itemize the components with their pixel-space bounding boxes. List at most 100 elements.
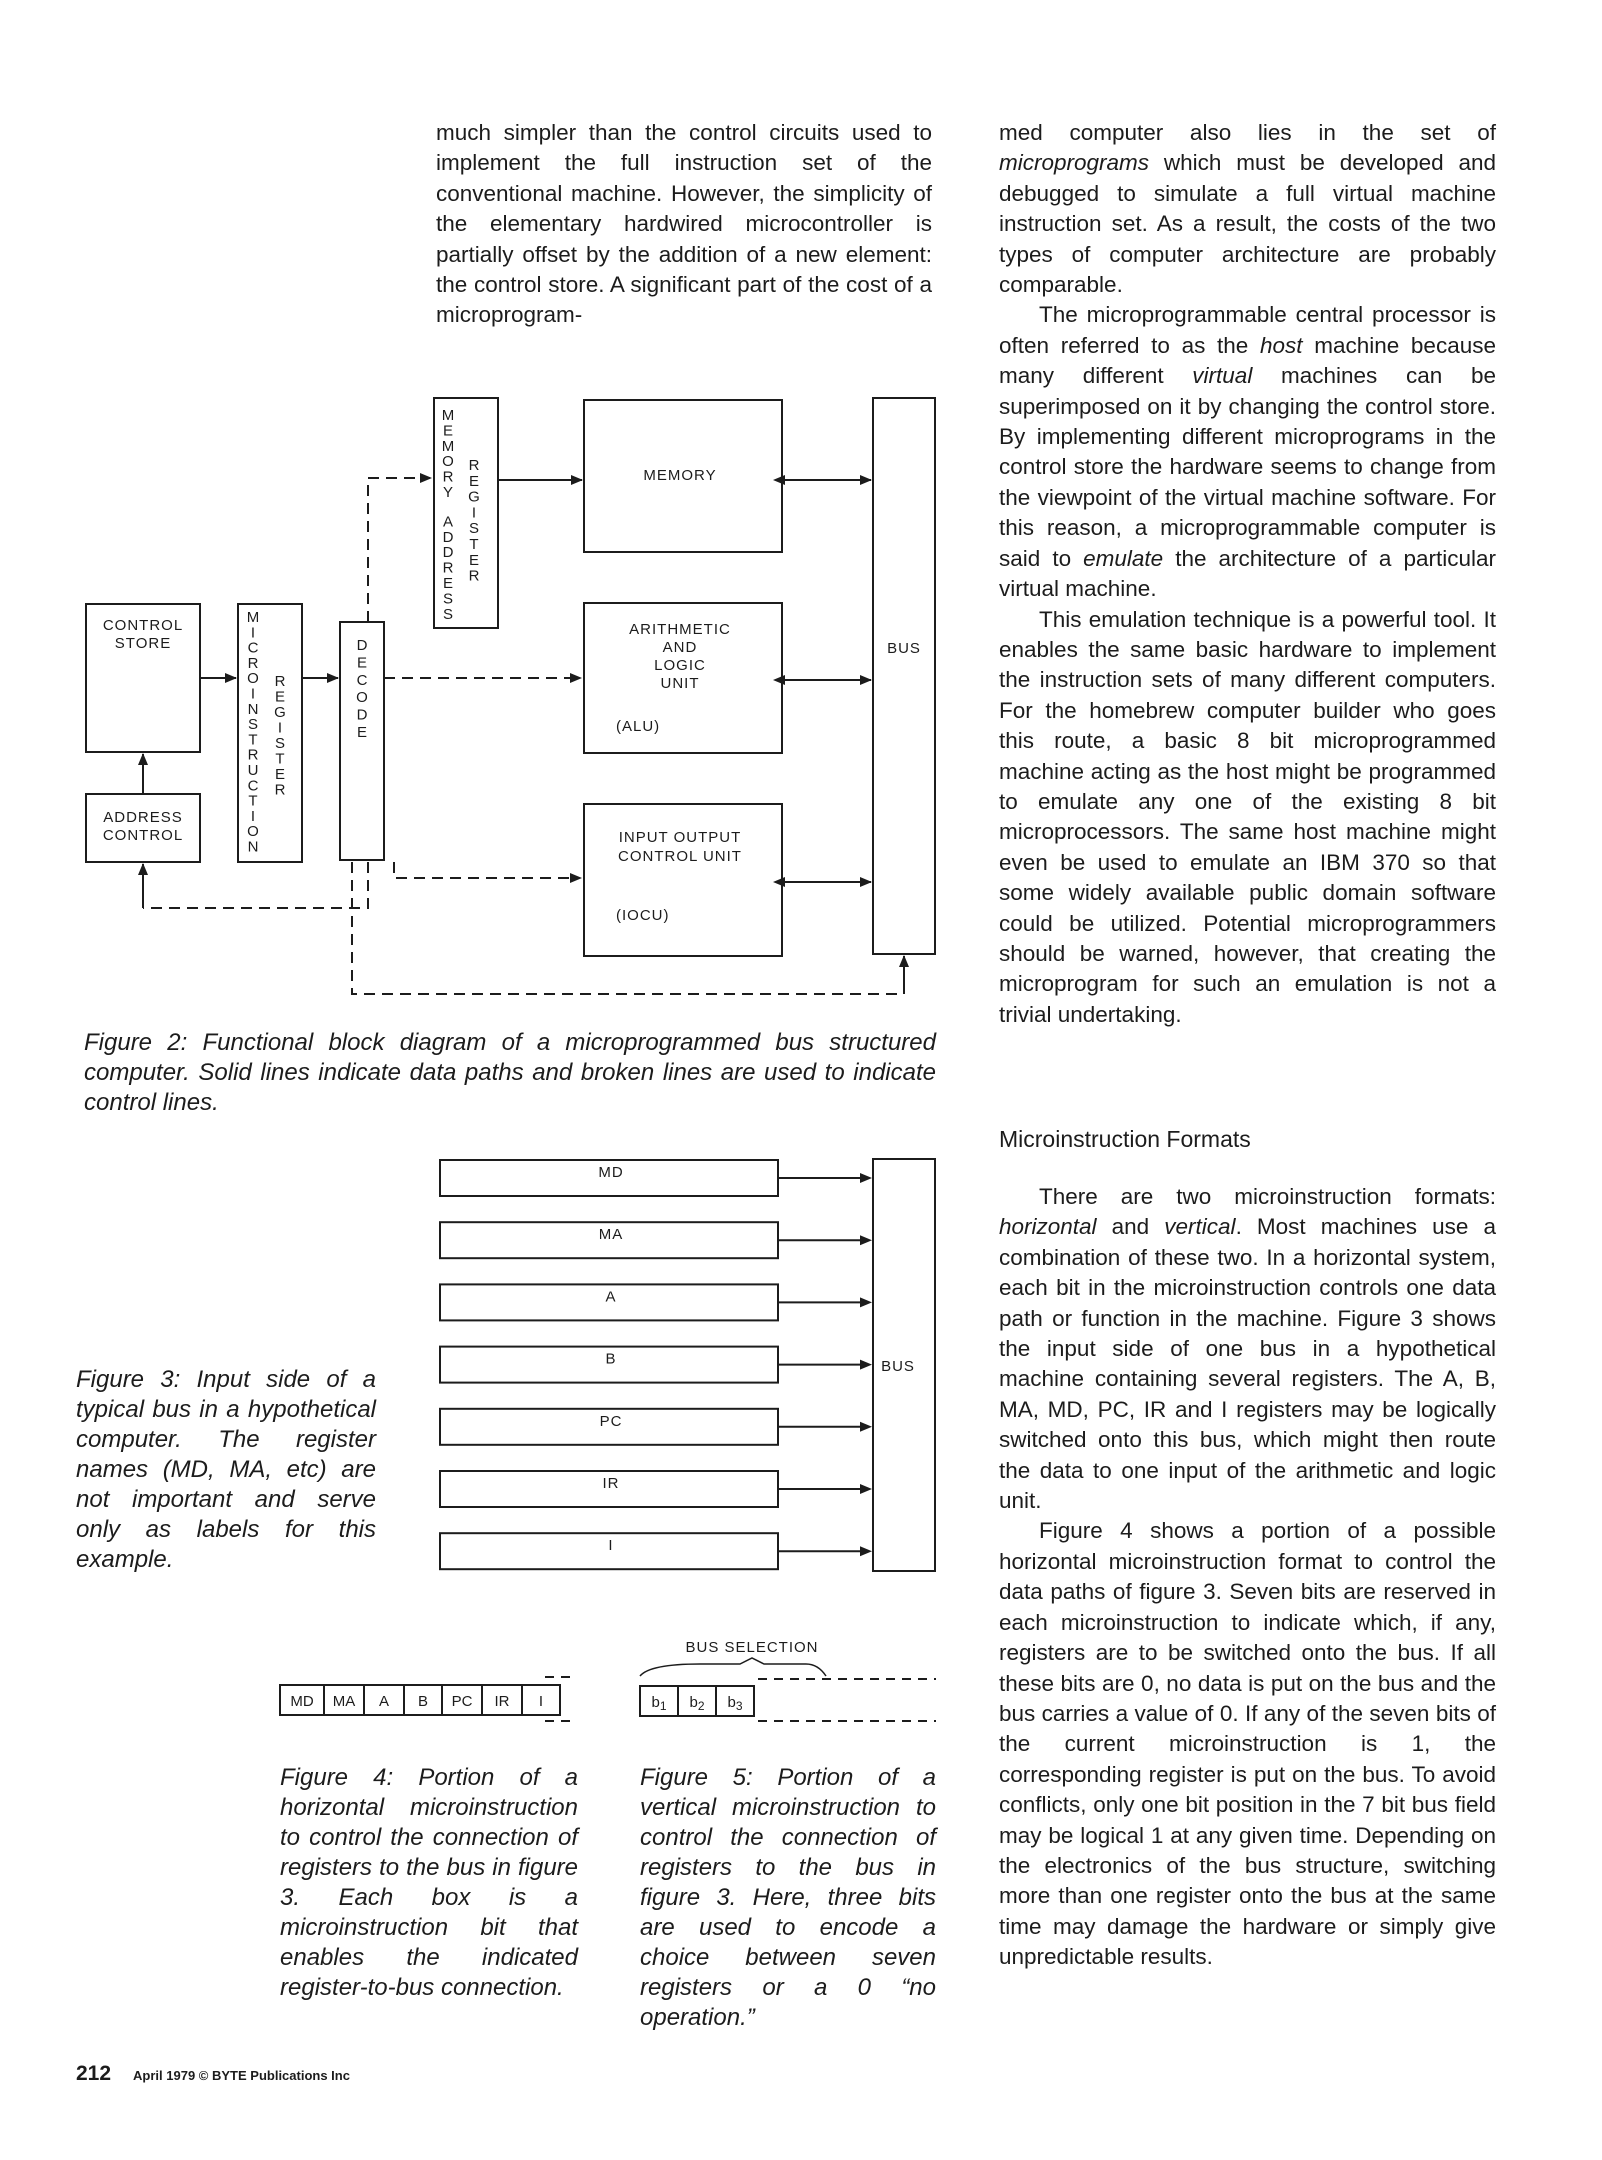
bus-label: BUS [887, 640, 921, 657]
text-run: and [1096, 1214, 1165, 1240]
iocu-abbr-label: (IOCU) [616, 907, 670, 924]
vertical-letter: E [443, 422, 453, 439]
vertical-letter: E [469, 473, 479, 490]
vertical-letter: R [469, 457, 480, 474]
alu-label-2: AND [663, 639, 698, 656]
vertical-letter: M [442, 438, 455, 455]
microinstruction-bit-label: MA [333, 1693, 356, 1710]
vertical-letter: N [248, 839, 259, 856]
microinstruction-register-box [237, 603, 303, 863]
vertical-letter: E [443, 575, 453, 592]
text-emphasis: vertical [1164, 1214, 1236, 1240]
figure-4-caption: Figure 4: Portion of a horizontal microi… [280, 1764, 578, 2001]
vertical-letter: C [248, 640, 259, 657]
text-emphasis: emulate [1083, 545, 1164, 571]
text-emphasis: horizontal [999, 1214, 1097, 1240]
vertical-letter: S [443, 606, 453, 623]
control-store-label-1: CONTROL [103, 617, 183, 634]
section-heading: Microinstruction Formats [999, 1126, 1251, 1152]
arrowhead [860, 1359, 872, 1370]
arrowhead [860, 1484, 872, 1494]
alu-label-3: LOGIC [654, 657, 706, 674]
paragraph-5: Figure 4 shows a portion of a possible h… [999, 1518, 1496, 1970]
vertical-letter: U [248, 762, 259, 779]
vertical-letter: R [275, 673, 286, 690]
text-run: . Most machines use a combination of the… [999, 1214, 1496, 1514]
vertical-letter: C [357, 672, 368, 689]
vertical-letter: E [469, 552, 479, 569]
right-column-text: med computer also lies in the set of mic… [999, 118, 1496, 1030]
register-label: I [608, 1537, 613, 1554]
paragraph-1: med computer also lies in the set of mic… [999, 118, 1496, 300]
microinstruction-bit-label: A [379, 1693, 389, 1710]
vertical-letter: D [443, 529, 454, 546]
vertical-letter: I [251, 808, 255, 825]
arrowhead [860, 1421, 872, 1432]
page-footer: 212 April 1979 © BYTE Publications Inc [76, 2062, 350, 2086]
vertical-letter: R [469, 568, 480, 585]
alu-abbr-label: (ALU) [616, 718, 660, 735]
vertical-letter: C [248, 777, 259, 794]
vertical-letter: S [469, 520, 479, 537]
paragraph-2: The microprogrammable central processor … [999, 300, 1496, 604]
microinstruction-bit-label: B [418, 1693, 428, 1710]
alu-label-1: ARITHMETIC [629, 621, 731, 638]
arrowhead [860, 1546, 872, 1557]
register-label: MD [598, 1164, 623, 1181]
paragraph-3: This emulation technique is a powerful t… [999, 606, 1496, 1027]
register-label: A [605, 1288, 616, 1305]
text-run: There are two microinstruction formats: [1039, 1184, 1496, 1209]
memory-label: MEMORY [643, 467, 716, 484]
vertical-letter: G [468, 489, 480, 506]
microinstruction-bit-label: I [539, 1693, 543, 1710]
right-column-text-2: There are two microinstruction formats: … [999, 1182, 1496, 1973]
bus-selection-brace [639, 1657, 827, 1677]
text-run: machine because many different [999, 332, 1496, 389]
vertical-letter: I [251, 624, 255, 641]
vertical-bit-label: b1 [651, 1694, 666, 1713]
fig3-bus-box [872, 1158, 936, 1572]
microinstruction-bit-label: MD [290, 1693, 313, 1710]
vertical-letter: D [443, 544, 454, 561]
vertical-letter: A [443, 513, 453, 530]
alu-label-4: UNIT [661, 675, 700, 692]
vertical-letter: O [442, 453, 454, 470]
vertical-letter: E [275, 689, 285, 706]
vertical-letter: I [472, 504, 476, 521]
vertical-letter: S [275, 735, 285, 752]
vertical-letter: T [469, 536, 478, 553]
text-emphasis: microprograms [999, 150, 1150, 176]
page-number: 212 [76, 2062, 112, 2085]
microinstruction-bit-box [521, 1684, 561, 1716]
vertical-letter: O [247, 670, 259, 687]
vertical-letter: M [442, 407, 455, 424]
figure-2-caption: Figure 2: Functional block diagram of a … [84, 1029, 936, 1116]
arrowhead [860, 1297, 872, 1308]
text-run: med computer also lies in the set of [999, 120, 1496, 145]
vertical-letter: Y [443, 484, 453, 501]
vertical-letter: T [248, 793, 257, 810]
text-run: The microprogrammable central processor … [999, 302, 1496, 358]
vertical-letter: R [248, 655, 259, 672]
text-run: which must be developed and debugged to … [999, 150, 1496, 298]
paragraph-middle: much simpler than the control circuits u… [436, 120, 932, 328]
bus-selection-title: BUS SELECTION [685, 1639, 818, 1656]
fig3-bus-label: BUS [881, 1358, 915, 1375]
vertical-letter: G [274, 704, 286, 721]
vertical-letter: E [357, 654, 367, 671]
microinstruction-bit-label: IR [495, 1693, 510, 1710]
vertical-letter: I [251, 686, 255, 703]
vertical-bit-label: b2 [689, 1694, 704, 1713]
register-label: PC [600, 1413, 623, 1430]
publication-credit: April 1979 © BYTE Publications Inc [133, 2068, 350, 2083]
text-run: the architecture of a particular virtual… [999, 545, 1497, 602]
vertical-letter: S [248, 716, 258, 733]
control-store-label-2: STORE [115, 635, 171, 652]
vertical-letter: O [247, 823, 259, 840]
